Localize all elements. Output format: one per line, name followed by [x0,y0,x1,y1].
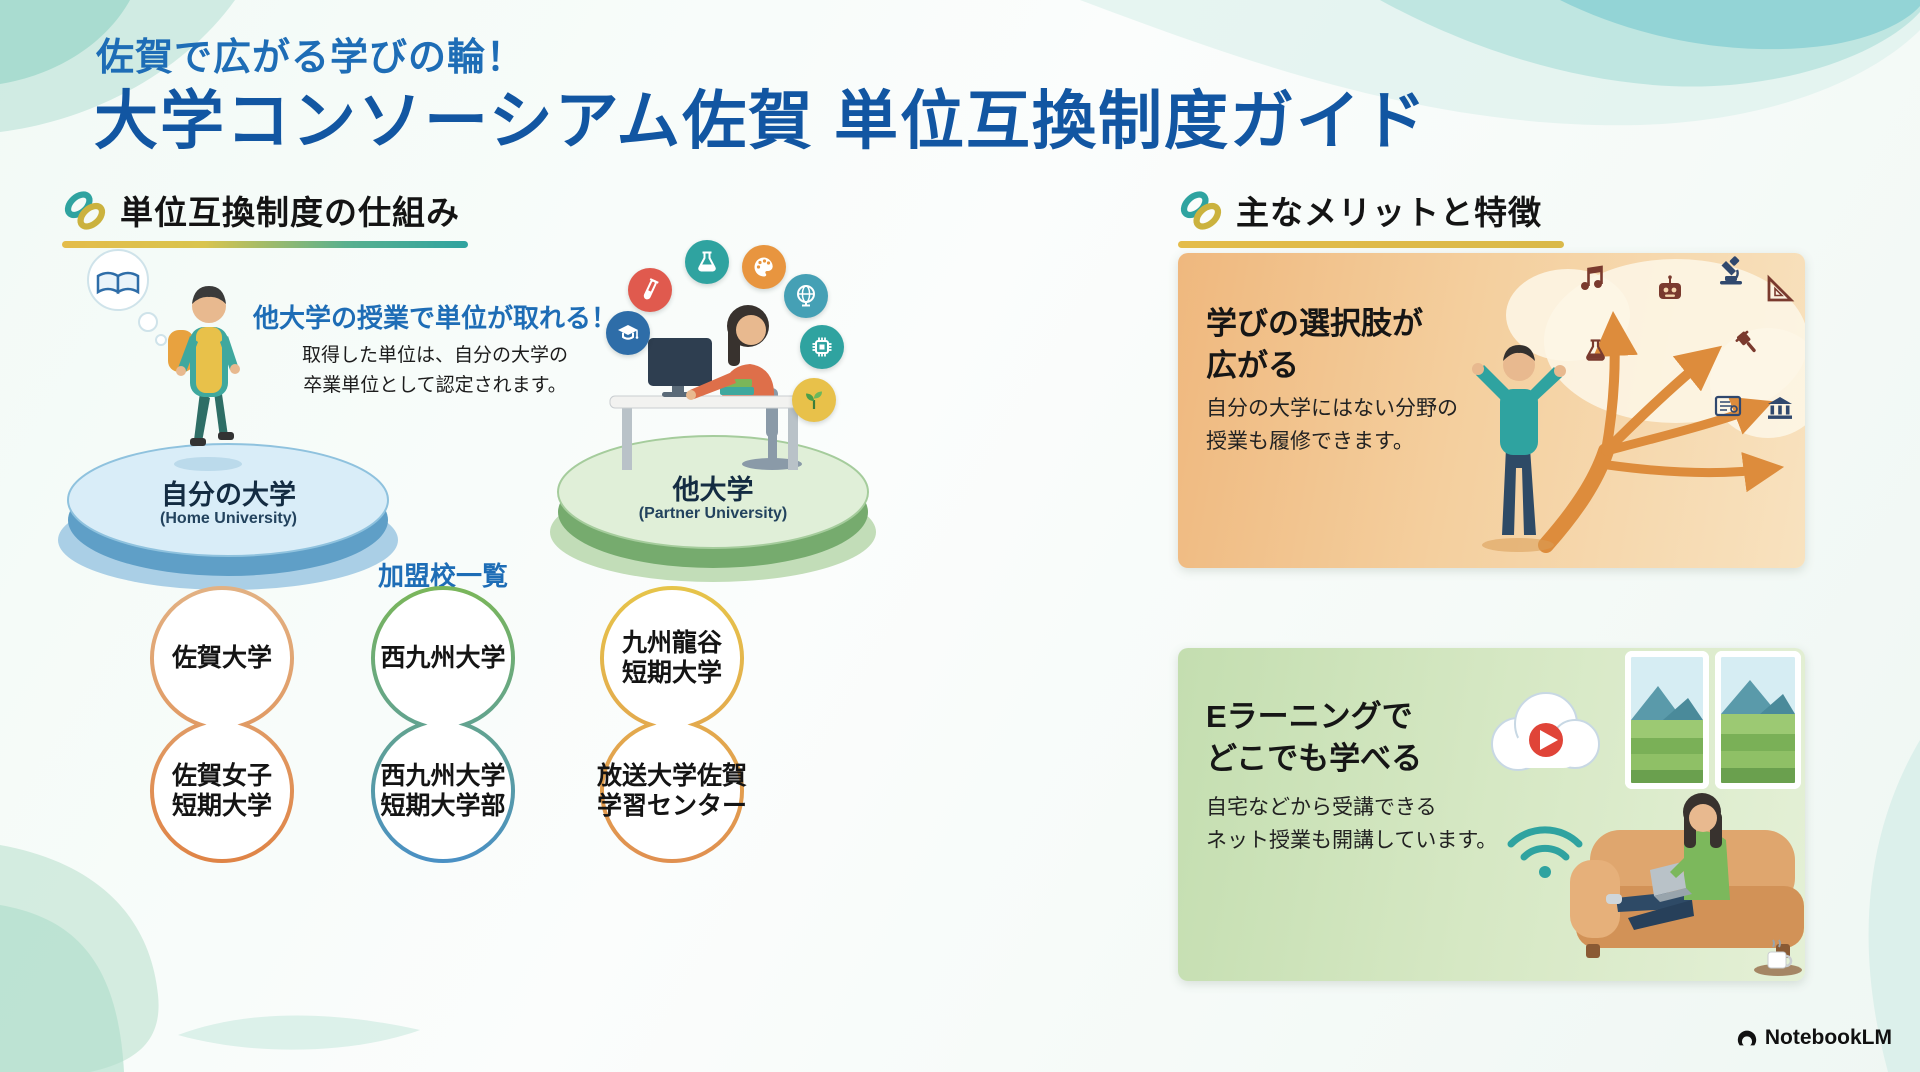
chain-link-icon [64,191,106,230]
open-book-icon [96,271,140,295]
microscope-icon [1720,256,1742,285]
member-school-name: 放送大学佐賀 学習センター [596,762,747,820]
student-at-desk-figure [609,305,813,470]
benefit-card-2-body: 自宅などから受講できる ネット授業も開講しています。 [1206,796,1498,852]
globe-icon [784,274,828,318]
header-subtitle: 佐賀で広がる学びの輪！ [96,37,526,79]
cloud-play-icon [1491,692,1600,771]
elearning-illustration [1491,651,1804,976]
coffee-cup-icon [1754,939,1802,976]
membership-heading: 加盟校一覧 [377,561,508,591]
bank-icon [1768,397,1792,419]
home-university-platform: 自分の大学 (Home University) [56,420,401,595]
member-school-name: 佐賀大学 [171,644,272,672]
member-pair-1-outline [150,586,294,863]
window-landscape [1625,651,1709,789]
member-school-name: 西九州大学 短期大学部 [380,762,506,820]
benefit-card-1-body: 自分の大学にはない分野の 授業も履修できます。 [1206,397,1458,453]
home-platform-disc [58,443,398,590]
blueprint-icon [1714,395,1742,417]
system-section-title: 単位互換制度の仕組み [120,194,460,231]
thought-bubble-icon [87,249,167,346]
graduation-cap-icon [606,311,650,355]
branching-arrows [1538,311,1785,553]
music-note-icon [1581,265,1603,290]
benefit-card-elearning: Eラーニングで どこでも学べる 自宅などから受講できる ネット授業も開講していま… [1178,648,1805,981]
member-school-name: 佐賀女子 短期大学 [171,762,272,820]
plant-icon [792,378,836,422]
benefits-heading-underline [1178,241,1564,248]
chain-link-icon [1180,191,1222,230]
set-square-icon [1767,274,1795,302]
person-figure [1472,345,1566,552]
member-pair-3-outline [600,586,744,863]
home-university-label-en: (Home University) [160,510,297,527]
callout-title: 他大学の授業で単位が取れる！ [252,303,617,333]
member-school-name: 西九州大学 [380,644,506,672]
brand-name: NotebookLM [1764,1026,1892,1049]
system-heading-underline [62,241,468,248]
benefits-section-heading: 主なメリットと特徴 [1178,186,1542,234]
member-pair-2-outline [371,586,515,863]
palette-icon [742,245,786,289]
wifi-icon [1507,826,1583,878]
home-university-label: 自分の大学 [161,480,296,510]
flask-icon [1586,339,1605,361]
member-pair-2: 西九州大学 西九州大学 短期大学部 [363,585,523,870]
member-pair-3: 九州龍谷 短期大学 放送大学佐賀 学習センター [592,585,752,870]
robot-icon [1659,275,1681,299]
member-school-name: 九州龍谷 短期大学 [621,629,722,687]
chip-icon [800,325,844,369]
system-section-heading: 単位互換制度の仕組み [62,186,460,234]
partner-university-platform: 他大学 (Partner University) [548,412,878,587]
member-pair-1: 佐賀大学 佐賀女子 短期大学 [142,585,302,870]
branching-arrows-illustration [1472,256,1805,553]
partner-platform-disc [550,435,876,582]
partner-university-label: 他大学 [672,475,754,505]
student-figure [168,286,242,471]
notebooklm-logo [1737,1030,1757,1046]
benefit-card-2-title: Eラーニングで どこでも学べる [1206,699,1423,776]
person-on-couch [1606,793,1730,930]
benefit-card-choices: 学びの選択肢が 広がる 自分の大学にはない分野の 授業も履修できます。 [1178,253,1805,568]
benefit-card-1-title: 学びの選択肢が 広がる [1206,306,1423,383]
partner-university-label-en: (Partner University) [638,505,788,522]
footer-brand: NotebookLM [1736,1026,1892,1050]
page-title: 大学コンソーシアム佐賀 単位互換制度ガイド [94,85,1429,157]
benefits-section-title: 主なメリットと特徴 [1236,194,1542,231]
window-landscape [1715,651,1801,789]
gavel-icon [1735,330,1756,353]
test-tube-icon [628,268,672,312]
callout-body: 取得した単位は、自分の大学の 卒業単位として認定されます。 [301,345,568,397]
flask-icon [685,240,729,284]
